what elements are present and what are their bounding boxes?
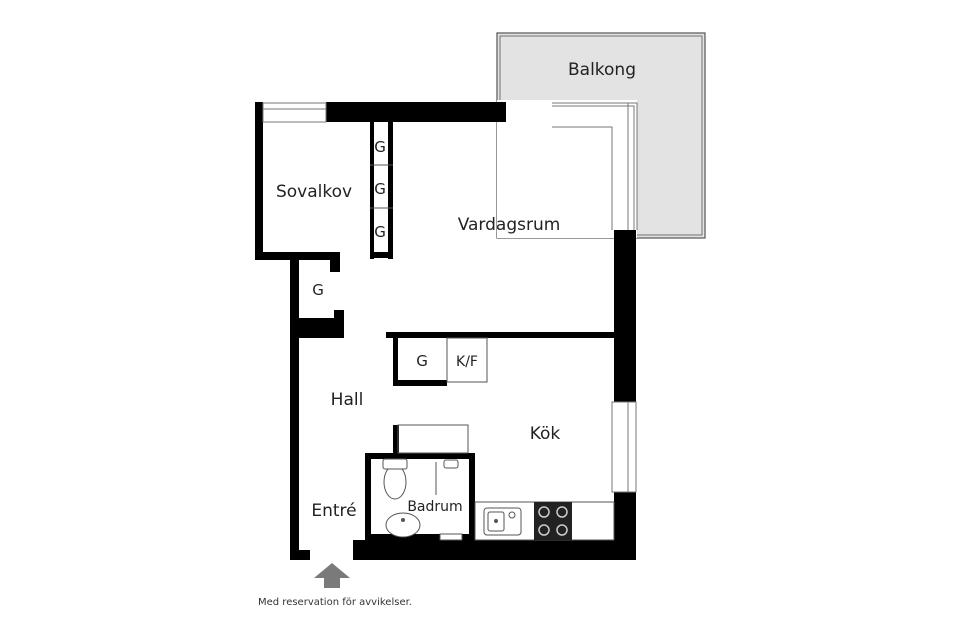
kitchen-counter: [474, 501, 615, 541]
room-label-badrum: Badrum: [407, 499, 462, 515]
closet-label-g1: G: [374, 138, 386, 156]
wardrobe-lines: [370, 164, 488, 454]
bathroom-fixtures: [382, 458, 463, 541]
room-label-hall: Hall: [331, 390, 364, 410]
balcony: [496, 32, 706, 239]
closet-label-g5: G: [416, 352, 428, 370]
room-label-vardagsrum: Vardagsrum: [458, 215, 561, 235]
toilet-icon: [383, 464, 407, 500]
exterior-walls: [255, 102, 636, 560]
interior-walls: [298, 122, 614, 540]
windows: [262, 102, 637, 493]
basin-icon: [385, 512, 421, 538]
stove-icon: [534, 502, 572, 540]
closet-label-g3: G: [374, 223, 386, 241]
closet-label-kf: K/F: [456, 354, 478, 370]
closet-label-g4: G: [312, 281, 324, 299]
entrance-arrow-icon: [314, 563, 350, 588]
sink-icon: [483, 507, 522, 536]
room-label-balkong: Balkong: [568, 60, 636, 80]
closet-label-g2: G: [374, 180, 386, 198]
disclaimer-text: Med reservation för avvikelser.: [258, 597, 412, 608]
room-label-sovalkov: Sovalkov: [276, 182, 352, 202]
room-label-kok: Kök: [530, 424, 561, 444]
room-label-entre: Entré: [311, 501, 356, 521]
shower-icon: [443, 459, 459, 469]
